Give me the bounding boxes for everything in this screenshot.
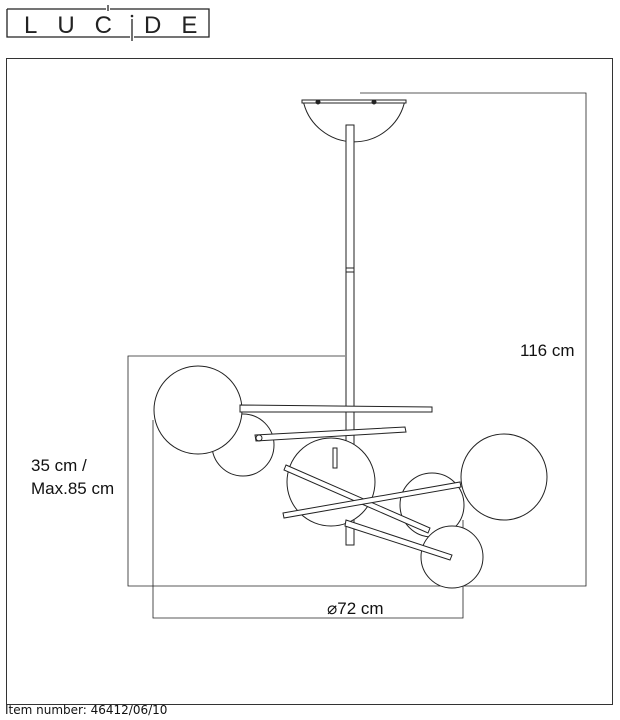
total-height-label: 116 cm (520, 341, 575, 360)
lucide-logo: LUC DE (6, 5, 211, 41)
diameter-label: ⌀72 cm (327, 599, 384, 619)
diameter-value: 72 cm (337, 599, 384, 618)
item-number: Item number: 46412/06/10 (5, 703, 168, 717)
drawing-frame (6, 58, 613, 705)
max-height-label: Max.85 cm (31, 479, 115, 498)
svg-text:DE: DE (144, 12, 211, 39)
body-height-label: 35 cm / (31, 456, 87, 475)
diameter-icon: ⌀ (327, 599, 338, 618)
svg-text:LUC: LUC (24, 12, 132, 39)
